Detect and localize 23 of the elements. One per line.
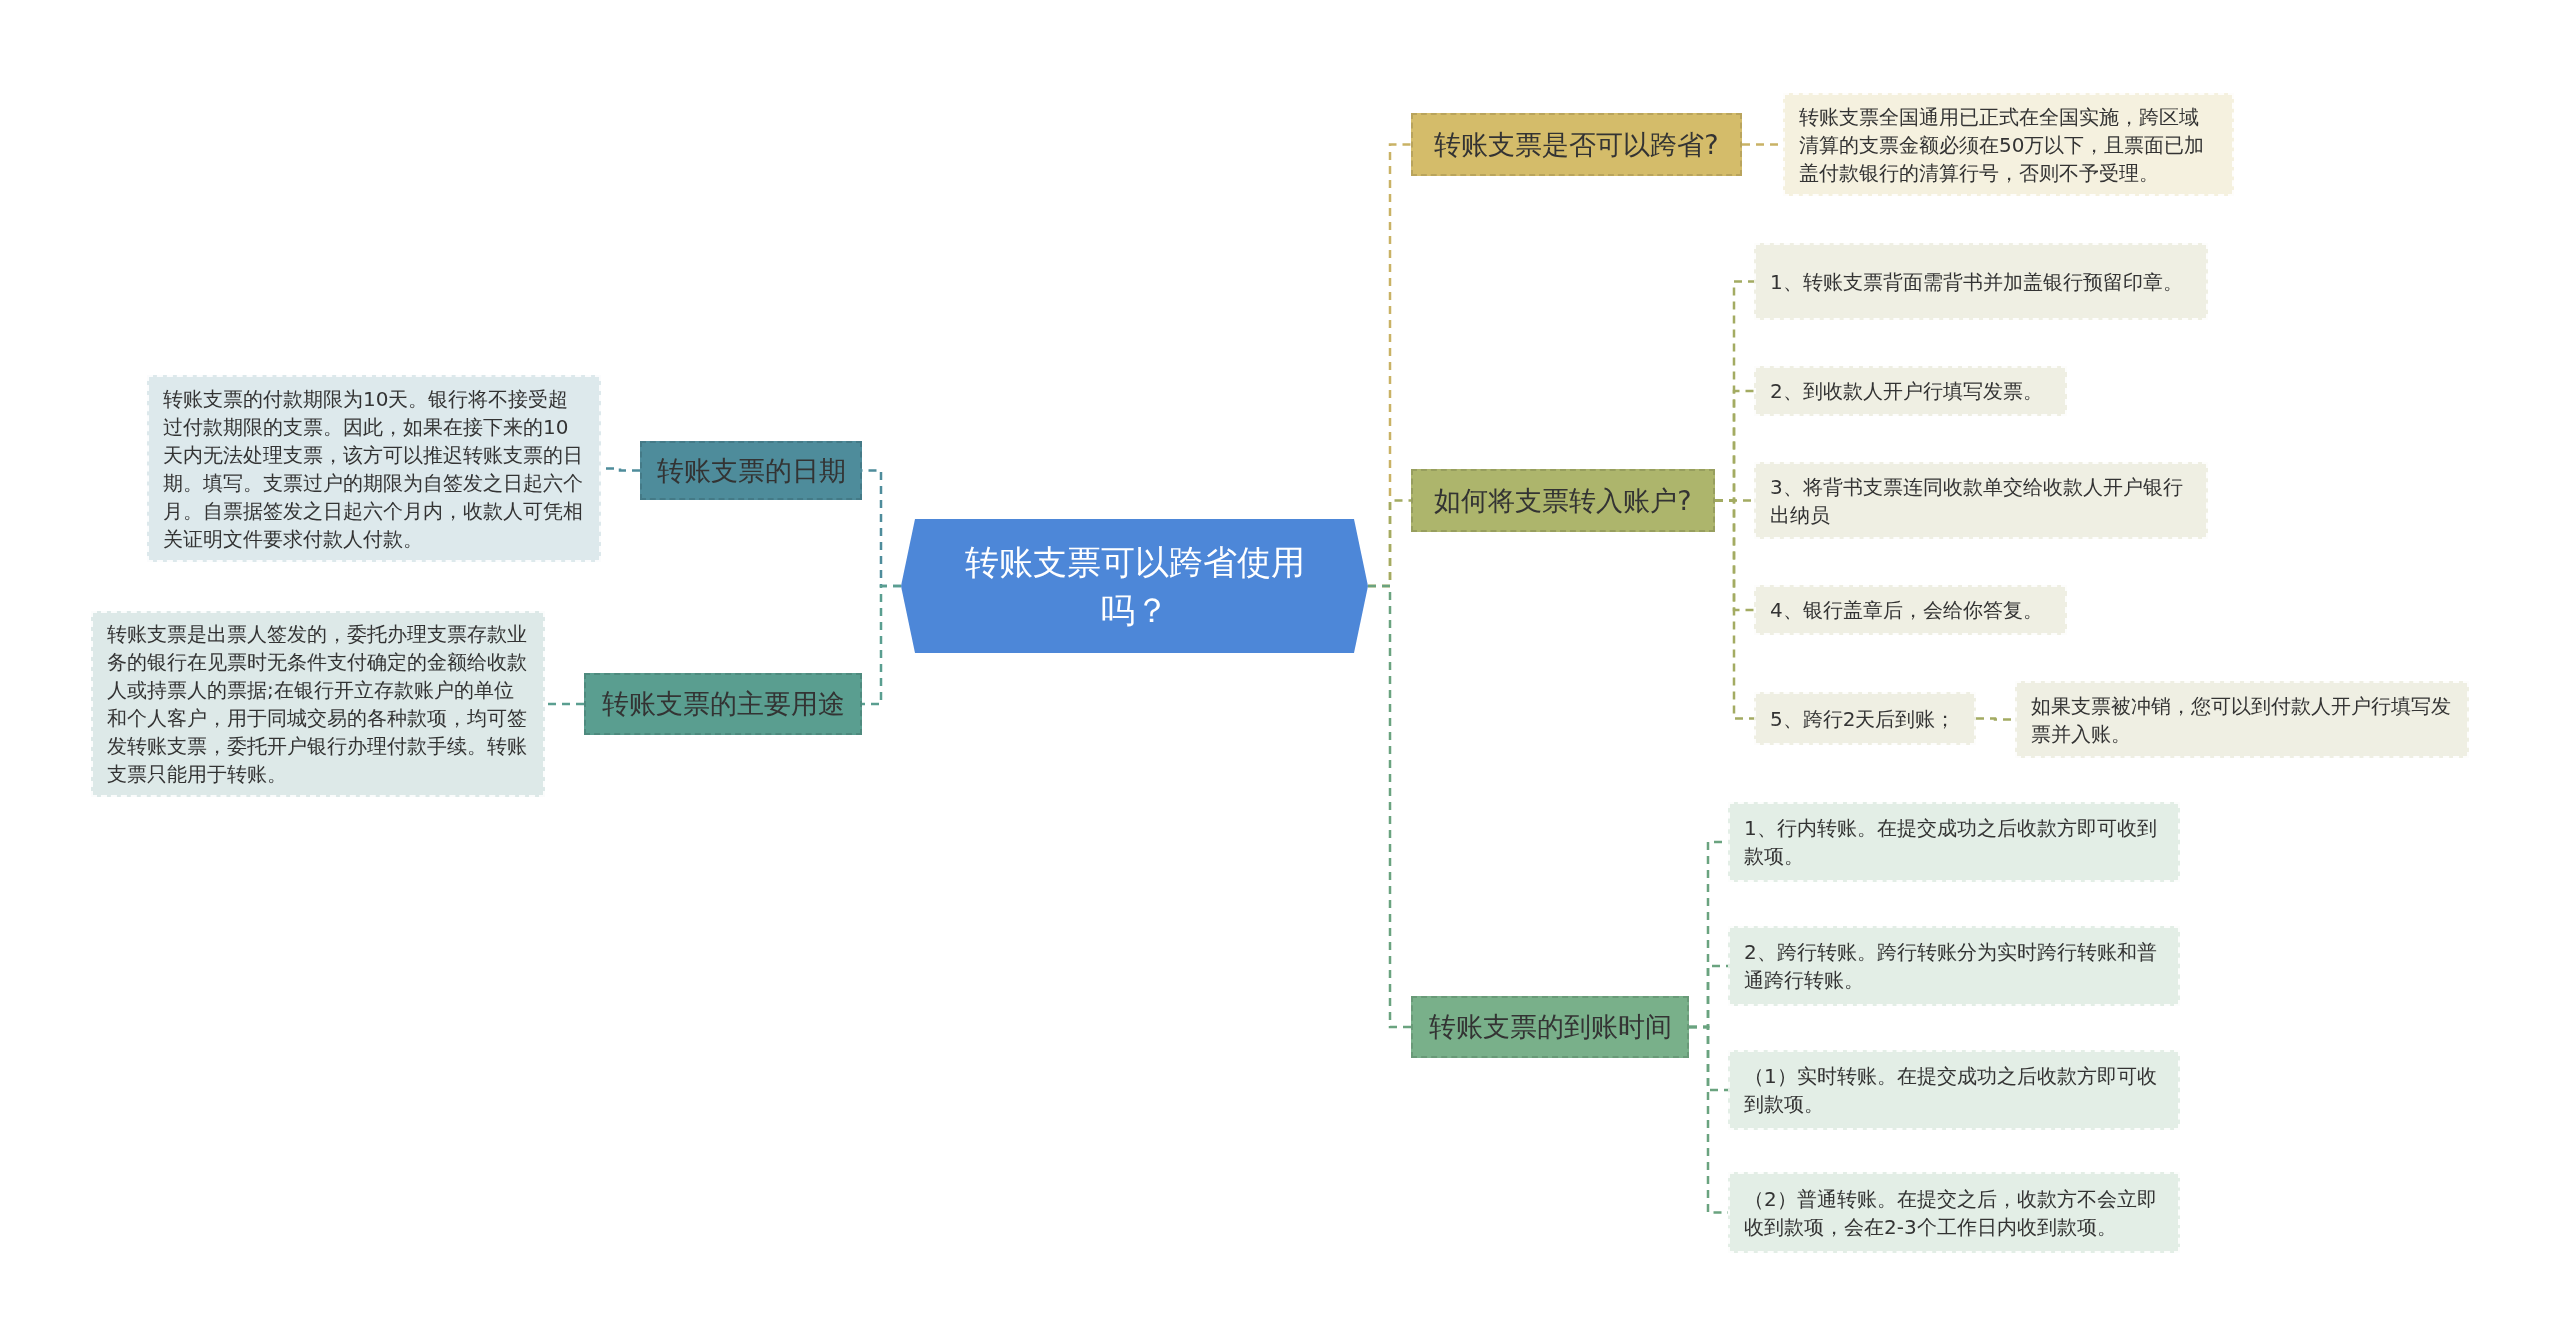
note-box: 5、跨行2天后到账； xyxy=(1754,692,1976,745)
connector-line xyxy=(1715,499,1754,720)
note-box: 如果支票被冲销，您可以到付款人开户行填写发票并入账。 xyxy=(2015,681,2469,758)
note-box: 转账支票全国通用已正式在全国实施，跨区域清算的支票金额必须在50万以下，且票面已加盖付款银行的清算行号，否则不予受理。 xyxy=(1783,93,2234,196)
branch-topic: 如何将支票转入账户? xyxy=(1411,469,1715,532)
note-box: 2、到收款人开户行填写发票。 xyxy=(1754,366,2067,416)
connector-line xyxy=(1368,584,1411,1029)
note-box: 3、将背书支票连同收款单交给收款人开户银行出纳员 xyxy=(1754,462,2208,539)
connector-line xyxy=(862,584,901,706)
note-box: 4、银行盖章后，会给你答复。 xyxy=(1754,585,2067,635)
note-box: 转账支票是出票人签发的，委托办理支票存款业务的银行在见票时无条件支付确定的金额给收款人或持票人的票据;在银行开立存款账户的单位和个人客户，用于同城交易的各种款项，均可签发转账支票，委托开户银行办理付款手续。转账支票只能用于转账。 xyxy=(91,611,545,797)
central-topic: 转账支票可以跨省使用吗？ xyxy=(901,519,1368,653)
note-box: （2）普通转账。在提交之后，收款方不会立即收到款项，会在2-3个工作日内收到款项。 xyxy=(1728,1172,2180,1253)
branch-topic: 转账支票的到账时间 xyxy=(1411,996,1689,1058)
note-box: 转账支票的付款期限为10天。银行将不接受超过付款期限的支票。因此，如果在接下来的10天内无法处理支票，该方可以推迟转账支票的日期。填写。支票过户的期限为自签发之日起六个月。自票据签发之日起六个月内，收款人可凭相关证明文件要求付款人付款。 xyxy=(147,375,601,562)
note-box: 1、转账支票背面需背书并加盖银行预留印章。 xyxy=(1754,243,2208,320)
branch-topic: 转账支票的日期 xyxy=(640,441,862,500)
note-box: 1、行内转账。在提交成功之后收款方即可收到款项。 xyxy=(1728,802,2180,882)
connector-line xyxy=(545,702,584,706)
note-box: 2、跨行转账。跨行转账分为实时跨行转账和普通跨行转账。 xyxy=(1728,926,2180,1006)
branch-topic: 转账支票是否可以跨省? xyxy=(1411,113,1742,176)
note-box: （1）实时转账。在提交成功之后收款方即可收到款项。 xyxy=(1728,1050,2180,1130)
branch-topic: 转账支票的主要用途 xyxy=(584,673,862,735)
